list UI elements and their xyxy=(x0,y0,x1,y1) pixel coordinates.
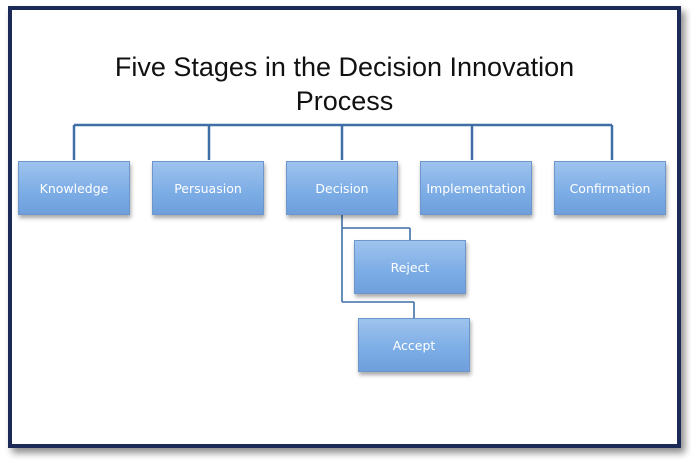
stage-knowledge: Knowledge xyxy=(18,161,130,215)
outcome-accept-label: Accept xyxy=(392,337,436,353)
stage-implementation: Implementation xyxy=(420,161,532,215)
connector-lines xyxy=(72,123,614,318)
stage-knowledge-label: Knowledge xyxy=(39,180,109,196)
stage-persuasion-label: Persuasion xyxy=(174,180,242,196)
title-line-1: Five Stages in the Decision Innovation xyxy=(114,52,575,82)
stage-implementation-label: Implementation xyxy=(426,180,526,196)
stage-decision-label: Decision xyxy=(315,180,369,196)
outcome-reject: Reject xyxy=(354,240,466,294)
diagram-frame: Five Stages in the Decision Innovation P… xyxy=(8,6,681,448)
stage-decision: Decision xyxy=(286,161,398,215)
stage-persuasion: Persuasion xyxy=(152,161,264,215)
outcome-reject-label: Reject xyxy=(390,259,430,275)
stage-confirmation-label: Confirmation xyxy=(569,180,651,196)
stage-confirmation: Confirmation xyxy=(554,161,666,215)
outcome-accept: Accept xyxy=(358,318,470,372)
title-line-2: Process xyxy=(295,86,394,116)
diagram-title: Five Stages in the Decision Innovation P… xyxy=(12,50,677,118)
